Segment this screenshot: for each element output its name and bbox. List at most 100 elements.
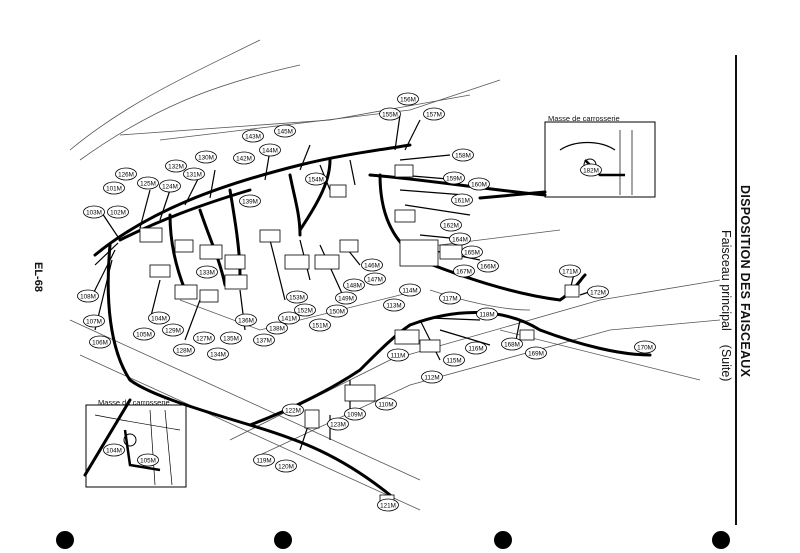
connector-label-oval (274, 124, 296, 138)
connector-label-text: 161M (454, 197, 470, 204)
connector-label-oval (159, 179, 181, 193)
connector-label-oval (326, 304, 348, 318)
connector-label-text: 108M (80, 293, 96, 300)
connector-label-oval (173, 343, 195, 357)
connector-label: 156M (397, 92, 419, 106)
connector-label: 104M (148, 311, 170, 325)
connector-label-oval (587, 285, 609, 299)
connector-label-text: 154M (308, 176, 324, 183)
connector-label: 112M (421, 370, 443, 384)
connector-label-oval (235, 313, 257, 327)
connector-label: 104M (103, 443, 125, 457)
connector-label: 120M (275, 459, 297, 473)
connector-label-text: 131M (186, 171, 202, 178)
connector-label: 152M (294, 303, 316, 317)
connector-label-oval (449, 232, 471, 246)
connector-label: 125M (137, 176, 159, 190)
connector-label-text: 122M (285, 407, 301, 414)
connector-label-oval (421, 370, 443, 384)
connector-label-text: 107M (86, 318, 102, 325)
connector-label-oval (501, 337, 523, 351)
connector-label-oval (77, 289, 99, 303)
connector-label-text: 143M (245, 133, 261, 140)
connector-label: 160M (468, 177, 490, 191)
connector-label-text: 105M (136, 331, 152, 338)
connector-label-text: 165M (464, 249, 480, 256)
binder-hole (274, 531, 292, 549)
connector-label: 122M (282, 403, 304, 417)
connector-label: 123M (327, 417, 349, 431)
connector-label: 105M (137, 453, 159, 467)
connector-label: 129M (162, 323, 184, 337)
connector-label-text: 110M (378, 401, 393, 408)
connector-label-text: 125M (140, 180, 156, 187)
connector-label-text: 102M (110, 209, 126, 216)
binder-hole (494, 531, 512, 549)
connector-label-oval (220, 331, 242, 345)
connector-label-text: 114M (402, 287, 417, 294)
connector-label: 147M (364, 272, 386, 286)
connector-label-text: 170M (637, 344, 653, 351)
connector-label-oval (335, 291, 357, 305)
connector-label-text: 113M (386, 302, 401, 309)
page-subtitle: Faisceau principal (Suite) (719, 230, 733, 381)
connector-label-oval (207, 347, 229, 361)
connector-label-oval (294, 303, 316, 317)
connector-label-text: 159M (446, 175, 462, 182)
connector-label-oval (266, 321, 288, 335)
connector-label-text: 132M (168, 163, 184, 170)
connector-label: 116M (465, 341, 487, 355)
connector-label: 102M (107, 205, 129, 219)
connector-label-oval (423, 107, 445, 121)
connector-label: 108M (77, 289, 99, 303)
connector-label-oval (465, 341, 487, 355)
connector-label-oval (107, 205, 129, 219)
connector-label-text: 149M (338, 295, 354, 302)
connector-label-text: 147M (367, 276, 383, 283)
connector-label-text: 151M (312, 322, 328, 329)
connector-label-text: 128M (176, 347, 192, 354)
connector-label-text: 120M (278, 463, 294, 470)
connector-label-text: 158M (455, 152, 471, 159)
connector-label-text: 121M (380, 502, 396, 509)
connector-label-text: 109M (347, 411, 363, 418)
connector-label-text: 155M (382, 111, 398, 118)
connector-label: 126M (115, 167, 137, 181)
connector-label-oval (165, 159, 187, 173)
connector-label: 139M (239, 194, 261, 208)
connector-label-text: 137M (256, 337, 272, 344)
connector-label-oval (133, 327, 155, 341)
connector-label-text: 166M (480, 263, 496, 270)
connector-label: 168M (501, 337, 523, 351)
connector-label-text: 135M (223, 335, 239, 342)
connector-label: 145M (274, 124, 296, 138)
connector-label-oval (453, 264, 475, 278)
connector-label-oval (397, 92, 419, 106)
connector-label: 171M (559, 264, 581, 278)
connector-label: 146M (361, 258, 383, 272)
connector-label: 109M (344, 407, 366, 421)
connector-label-oval (343, 278, 365, 292)
connector-label: 136M (235, 313, 257, 327)
connector-label-text: 139M (242, 198, 258, 205)
connector-label-oval (443, 171, 465, 185)
connector-label: 157M (423, 107, 445, 121)
connector-label-oval (115, 167, 137, 181)
connector-label-oval (193, 331, 215, 345)
connector-label-text: 168M (504, 341, 520, 348)
connector-label: 142M (233, 151, 255, 165)
connector-bodies (139, 164, 580, 506)
connector-label: 121M (377, 498, 399, 512)
connector-label-oval (375, 397, 397, 411)
connector-label: 131M (183, 167, 205, 181)
connector-label-text: 167M (456, 268, 472, 275)
connector-label: 119M (253, 453, 275, 467)
connector-label: 154M (305, 172, 327, 186)
connector-label: 133M (196, 265, 218, 279)
connector-label-text: 103M (86, 209, 102, 216)
connector-label-oval (196, 265, 218, 279)
connector-label-oval (461, 245, 483, 259)
inset-right (478, 121, 656, 200)
connector-label: 105M (133, 327, 155, 341)
connector-label-text: 133M (199, 269, 215, 276)
